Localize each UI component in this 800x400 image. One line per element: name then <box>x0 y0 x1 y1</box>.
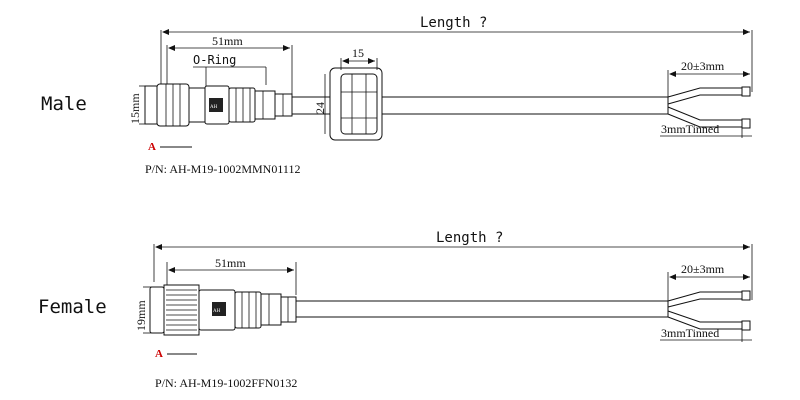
female-view-marker: A <box>155 348 163 360</box>
male-label: Male <box>41 93 87 115</box>
male-view-marker: A <box>148 141 156 153</box>
male-51mm-label: 51mm <box>212 34 243 48</box>
female-connector: AH <box>149 284 297 336</box>
female-tinned-label: 3mmTinned <box>661 326 719 340</box>
female-strip-label: 20±3mm <box>681 262 725 276</box>
female-part-number: P/N: AH-M19-1002FFN0132 <box>155 376 297 390</box>
female-length-label: Length ? <box>436 230 503 246</box>
svg-text:AH: AH <box>213 309 221 314</box>
female-tinned-end-2 <box>741 320 751 331</box>
female-label: Female <box>38 296 107 318</box>
male-length-label: Length ? <box>420 15 487 31</box>
female-51mm-label: 51mm <box>215 256 246 270</box>
male-nut-height-label: 24 <box>313 102 327 114</box>
svg-text:AH: AH <box>210 105 218 110</box>
male-connector: AH <box>144 83 293 127</box>
male-panel-nut <box>329 67 383 141</box>
male-tinned-end-2 <box>741 118 751 129</box>
male-tinned-end-1 <box>741 86 751 97</box>
male-assembly: Male Length ? 51mm O-Ring 15mm A <box>41 15 753 176</box>
female-height-label: 19mm <box>134 300 148 331</box>
male-height-label: 15mm <box>128 93 142 124</box>
male-part-number: P/N: AH-M19-1002MMN01112 <box>145 162 300 176</box>
female-tinned-end-1 <box>741 290 751 301</box>
male-tinned-label: 3mmTinned <box>661 122 719 136</box>
male-nut-width-label: 15 <box>352 46 364 60</box>
female-assembly: Female Length ? 51mm 19mm AH <box>38 230 753 390</box>
male-oring-label: O-Ring <box>193 53 236 67</box>
male-strip-label: 20±3mm <box>681 59 725 73</box>
